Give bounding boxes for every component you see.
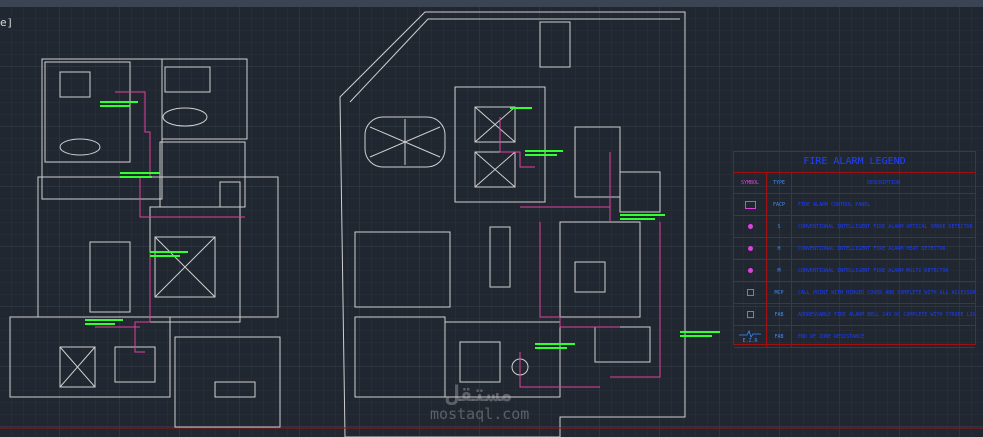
window-title-bar xyxy=(0,0,983,7)
legend-description: END OF ZONE RESISTANCE xyxy=(798,333,865,340)
legend-row: H CONVENTIONAL INTELLIGENT FIRE ALARM HE… xyxy=(734,238,975,260)
legend-type: FAB xyxy=(767,326,792,347)
legend-header-row: SYMBOL TYPE DESCRIPTION xyxy=(734,173,975,194)
legend-type: M xyxy=(767,260,792,281)
legend-description: CONVENTIONAL INTELLIGENT FIRE ALARM OPTI… xyxy=(798,223,973,230)
header-description: DESCRIPTION xyxy=(866,180,901,186)
watermark-arabic: مستقل xyxy=(446,382,513,407)
floor-plan-left xyxy=(9,58,281,428)
legend-row: FACP FIRE ALARM CONTROL PANEL xyxy=(734,194,975,216)
legend-title: FIRE ALARM LEGEND xyxy=(734,152,975,173)
legend-row: MCP CALL POINT WITH HINGED COVER AND COM… xyxy=(734,282,975,304)
legend-row: M CONVENTIONAL INTELLIGENT FIRE ALARM MU… xyxy=(734,260,975,282)
legend-description: CONVENTIONAL INTELLIGENT FIRE ALARM MULT… xyxy=(798,267,949,274)
alarm-bell-icon xyxy=(746,311,754,318)
annotations-left xyxy=(85,101,188,325)
heat-detector-icon xyxy=(747,246,753,251)
annotations-right xyxy=(510,107,720,349)
legend-description: CONVENTIONAL INTELLIGENT FIRE ALARM HEAT… xyxy=(798,245,946,252)
legend-description: ADDRESSABLE FIRE ALARM BELL 24V DC COMPL… xyxy=(798,311,975,318)
fire-alarm-wiring-right xyxy=(499,117,661,388)
legend-description: CALL POINT WITH HINGED COVER AND COMPLET… xyxy=(798,289,975,296)
header-symbol: SYMBOL xyxy=(734,173,767,193)
multi-detector-icon xyxy=(747,268,753,273)
legend-type: H xyxy=(767,238,792,259)
call-point-icon xyxy=(746,289,754,296)
legend-description: FIRE ALARM CONTROL PANEL xyxy=(798,201,871,208)
watermark: مستقل mostaql.com xyxy=(430,382,530,424)
end-of-zone-icon xyxy=(739,329,761,338)
legend-row: S CONVENTIONAL INTELLIGENT FIRE ALARM OP… xyxy=(734,216,975,238)
header-type: TYPE xyxy=(767,173,792,193)
legend-type: FAB xyxy=(767,304,792,325)
legend-type: S xyxy=(767,216,792,237)
legend-type: MCP xyxy=(767,282,792,303)
ezr-label: E.Z.R xyxy=(742,337,758,344)
grid xyxy=(0,7,983,437)
fire-alarm-wiring-left xyxy=(95,91,245,353)
smoke-detector-icon xyxy=(747,224,753,229)
legend-row: FAB ADDRESSABLE FIRE ALARM BELL 24V DC C… xyxy=(734,304,975,326)
fire-alarm-panel-icon xyxy=(744,200,756,209)
floor-plan-right xyxy=(339,11,686,437)
fire-alarm-legend: FIRE ALARM LEGEND SYMBOL TYPE DESCRIPTIO… xyxy=(733,151,976,348)
watermark-latin: mostaql.com xyxy=(430,405,530,423)
legend-row: E.Z.R FAB END OF ZONE RESISTANCE xyxy=(734,326,975,348)
cad-drawing-canvas[interactable] xyxy=(0,7,983,437)
legend-type: FACP xyxy=(767,194,792,215)
